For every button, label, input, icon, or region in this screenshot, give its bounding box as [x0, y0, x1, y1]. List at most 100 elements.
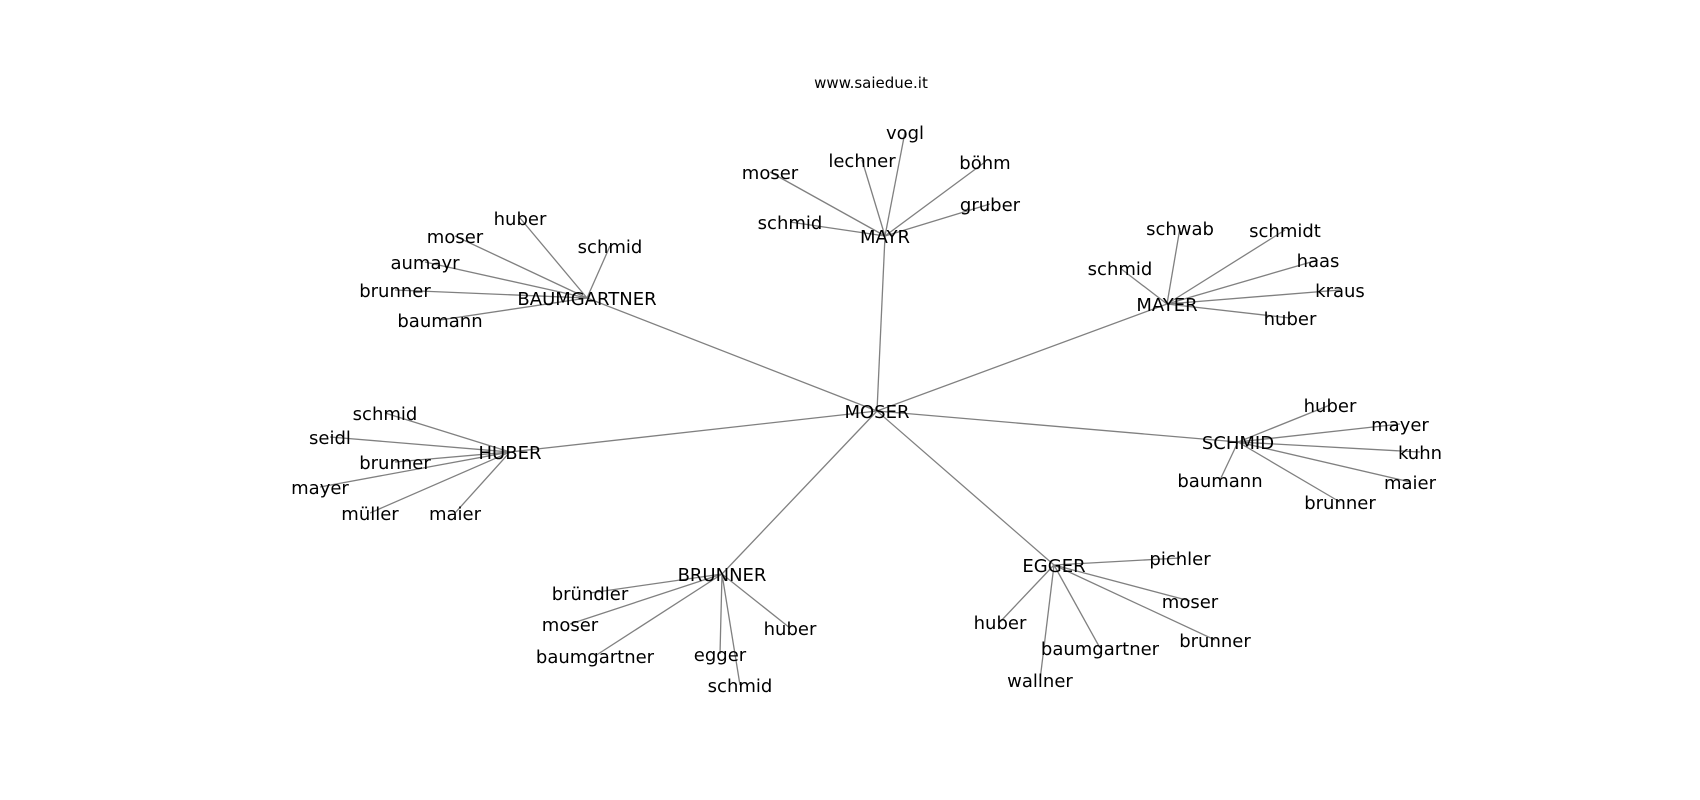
leaf-node-label: baumann: [1177, 471, 1262, 492]
edge-baumgartner-leaf: [519, 217, 588, 299]
group-node-label: MAYER: [1136, 295, 1197, 316]
edge-mayer-leaf: [1166, 303, 1291, 319]
root-node-label: MOSER: [844, 402, 909, 423]
leaf-node-label: lechner: [828, 151, 896, 172]
leaf-node-label: schmid: [708, 676, 773, 697]
leaf-node-label: baumgartner: [1041, 639, 1160, 660]
edge-egger-leaf: [1053, 564, 1101, 649]
edge-huber-leaf: [454, 451, 511, 514]
group-node-label: BAUMGARTNER: [517, 289, 656, 310]
leaf-node-label: maier: [429, 504, 482, 525]
edge-brunner-leaf: [569, 573, 723, 625]
edge-mayer-leaf: [1166, 289, 1341, 305]
edge-brunner-leaf: [721, 573, 741, 686]
edge-egger-leaf: [999, 564, 1055, 623]
edge-brunner-leaf: [589, 573, 723, 594]
leaf-node-label: kraus: [1315, 281, 1365, 302]
leaf-node-label: kuhn: [1398, 443, 1442, 464]
edge-root-baumgartner: [586, 297, 878, 412]
edge-baumgartner-leaf: [454, 235, 588, 299]
leaf-node-label: schmid: [353, 404, 418, 425]
leaf-node-label: schmidt: [1249, 221, 1321, 242]
leaf-node-label: aumayr: [390, 253, 460, 274]
leaf-node-label: schwab: [1146, 219, 1214, 240]
leaf-node-label: vogl: [886, 123, 924, 144]
edge-root-schmid: [876, 410, 1239, 443]
edge-mayr-leaf: [769, 171, 886, 237]
edge-huber-leaf: [384, 412, 511, 453]
edge-schmid-leaf: [1219, 441, 1239, 481]
edge-mayr-leaf: [884, 161, 986, 237]
edge-root-egger: [876, 410, 1055, 566]
edge-brunner-leaf: [594, 573, 723, 657]
leaf-node-label: huber: [764, 619, 817, 640]
leaf-node-label: huber: [494, 209, 547, 230]
leaf-node-label: brunner: [1304, 493, 1376, 514]
leaf-node-label: böhm: [959, 153, 1010, 174]
edge-root-huber: [509, 410, 878, 453]
leaf-node-label: bründler: [552, 584, 629, 605]
leaf-node-label: brunner: [359, 453, 431, 474]
leaf-node-label: huber: [974, 613, 1027, 634]
leaf-node-label: brunner: [1179, 631, 1251, 652]
leaf-node-label: moser: [1162, 592, 1219, 613]
leaf-node-label: moser: [742, 163, 799, 184]
leaf-node-label: schmid: [1088, 259, 1153, 280]
leaf-node-label: mayer: [1371, 415, 1429, 436]
edge-schmid-leaf: [1237, 441, 1421, 453]
edge-mayr-leaf: [884, 131, 906, 237]
edge-egger-leaf: [1053, 564, 1191, 602]
edge-huber-leaf: [319, 451, 511, 488]
edge-egger-leaf: [1039, 564, 1055, 681]
watermark-title: www.saiedue.it: [814, 74, 928, 92]
leaf-node-label: moser: [427, 227, 484, 248]
edge-huber-leaf: [394, 451, 511, 463]
edge-huber-leaf: [369, 451, 511, 514]
leaf-node-label: moser: [542, 615, 599, 636]
group-node-label: EGGER: [1022, 556, 1085, 577]
leaf-node-label: huber: [1304, 396, 1357, 417]
leaf-node-label: wallner: [1007, 671, 1073, 692]
edge-egger-leaf: [1053, 557, 1181, 566]
edge-root-mayer: [876, 303, 1168, 412]
leaf-node-label: mayer: [291, 478, 349, 499]
group-node-label: BRUNNER: [678, 565, 767, 586]
edge-root-brunner: [721, 410, 878, 575]
edge-schmid-leaf: [1237, 441, 1341, 503]
edge-baumgartner-leaf: [424, 261, 588, 299]
leaf-node-label: maier: [1384, 473, 1437, 494]
group-node-label: MAYR: [860, 227, 910, 248]
edge-baumgartner-leaf: [586, 245, 611, 299]
edge-baumgartner-leaf: [394, 289, 588, 299]
edge-mayr-leaf: [884, 203, 991, 237]
leaf-node-label: pichler: [1149, 549, 1211, 570]
leaf-node-label: baumann: [397, 311, 482, 332]
edge-schmid-leaf: [1237, 423, 1401, 443]
labels-layer: MOSER MAYR moser lechner vogl böhm gruber schmi…: [291, 123, 1442, 697]
edge-brunner-leaf: [719, 573, 723, 655]
edges-layer: [319, 131, 1421, 686]
edge-egger-leaf: [1053, 564, 1216, 641]
group-node-label: SCHMID: [1202, 433, 1274, 454]
leaf-node-label: haas: [1297, 251, 1340, 272]
edge-mayr-leaf: [861, 159, 886, 237]
leaf-node-label: baumgartner: [536, 647, 655, 668]
edge-mayer-leaf: [1166, 229, 1286, 305]
edge-mayer-leaf: [1119, 267, 1168, 305]
edge-mayer-leaf: [1166, 227, 1181, 305]
edge-mayer-leaf: [1166, 259, 1319, 305]
leaf-node-label: schmid: [578, 237, 643, 258]
edge-root-mayr: [876, 235, 886, 412]
edge-baumgartner-leaf: [439, 297, 588, 321]
group-node-label: HUBER: [479, 443, 542, 464]
edge-brunner-leaf: [721, 573, 791, 629]
edge-schmid-leaf: [1237, 404, 1331, 443]
edge-schmid-leaf: [1237, 441, 1411, 483]
leaf-node-label: gruber: [960, 195, 1021, 216]
leaf-node-label: brunner: [359, 281, 431, 302]
leaf-node-label: seidl: [309, 428, 351, 449]
leaf-node-label: müller: [341, 504, 399, 525]
edge-huber-leaf: [329, 436, 511, 453]
leaf-node-label: schmid: [758, 213, 823, 234]
